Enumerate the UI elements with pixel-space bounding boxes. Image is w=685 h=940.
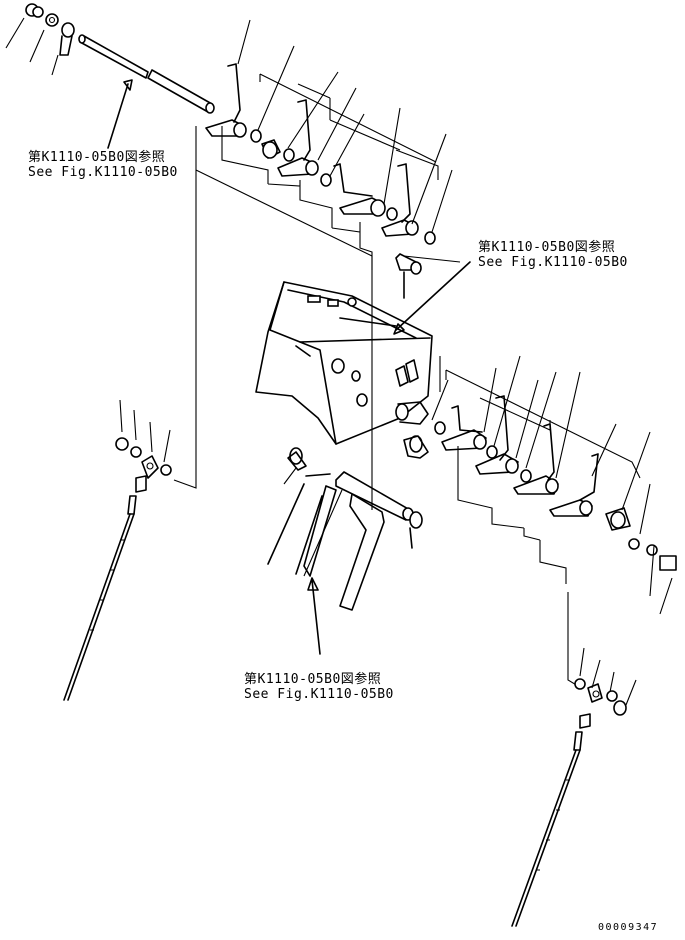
reference-label-en: See Fig.K1110-05B0: [244, 687, 394, 702]
center-bolt: [395, 253, 422, 299]
leader-lines: [173, 126, 579, 687]
reference-label-en: See Fig.K1110-05B0: [28, 165, 178, 180]
upper-lever-group: [205, 19, 453, 270]
upper-shaft: [78, 34, 215, 114]
right-lever-group: [403, 355, 677, 615]
ref-arrow-3: [307, 577, 321, 655]
left-rod-assembly: [63, 399, 172, 701]
pedal-assembly: [267, 447, 423, 611]
reference-label-jp: 第K1110-05B0図参照: [28, 150, 166, 165]
document-number: 00009347: [598, 922, 659, 933]
ref-arrow-1: [107, 79, 133, 149]
reference-label-en: See Fig.K1110-05B0: [478, 255, 628, 270]
reference-label-3: 第K1110-05B0図参照 See Fig.K1110-05B0: [244, 672, 394, 702]
center-bracket-body: [255, 281, 433, 445]
reference-label-1: 第K1110-05B0図参照 See Fig.K1110-05B0: [28, 150, 178, 180]
reference-label-jp: 第K1110-05B0図参照: [478, 240, 616, 255]
reference-label-2: 第K1110-05B0図参照 See Fig.K1110-05B0: [478, 240, 628, 270]
reference-label-jp: 第K1110-05B0図参照: [244, 672, 382, 687]
top-left-fasteners: [5, 3, 75, 76]
right-rod-assembly: [511, 647, 637, 927]
ref-arrow-2: [393, 261, 471, 335]
